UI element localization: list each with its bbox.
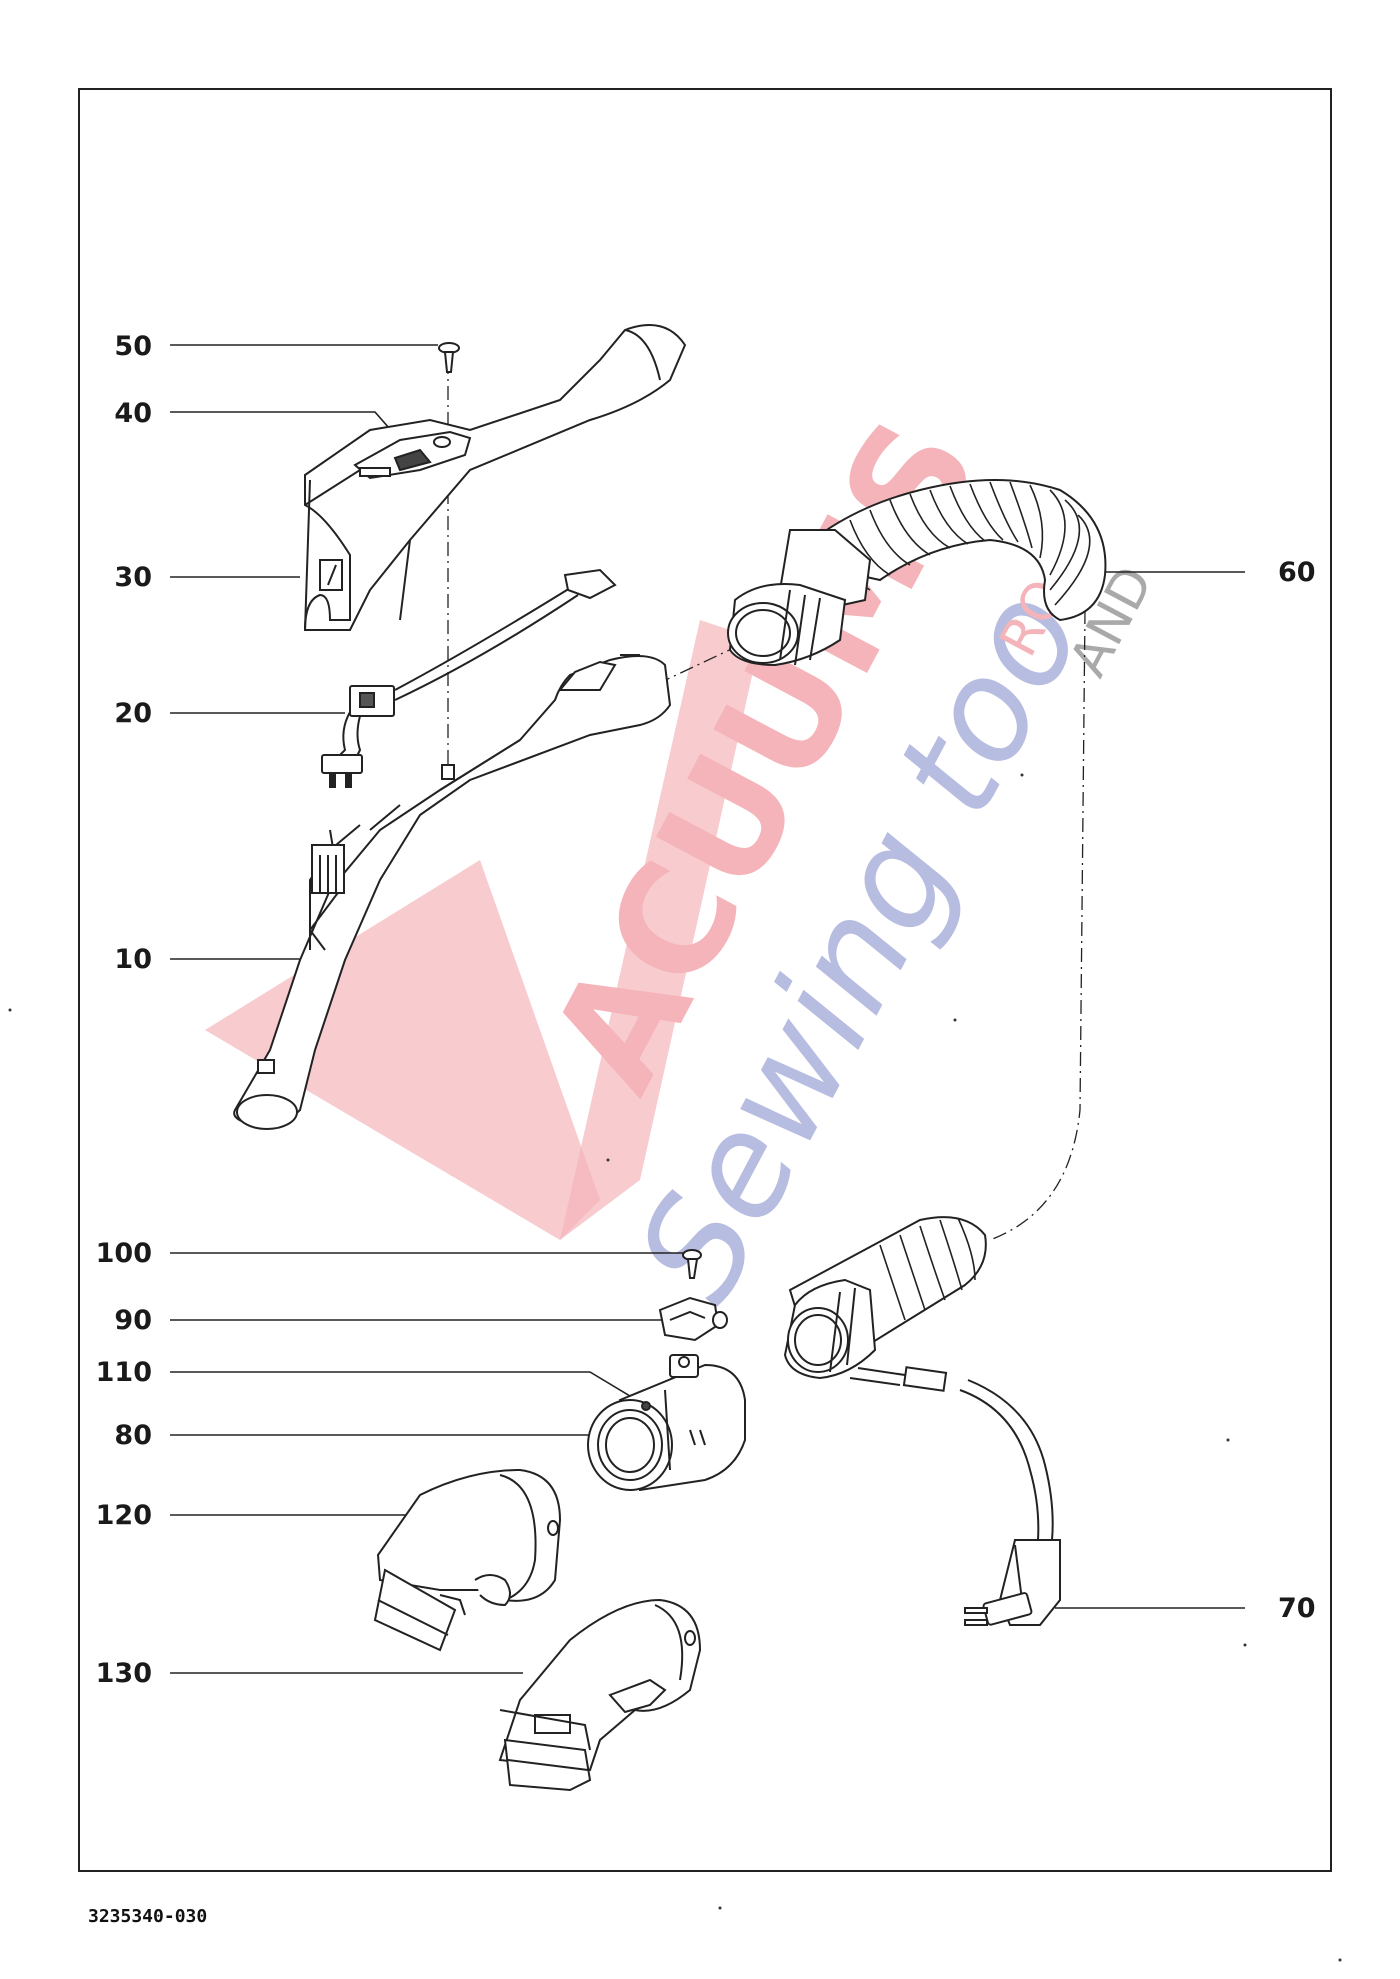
- callout-40: 40: [114, 398, 152, 429]
- callout-10: 10: [114, 944, 152, 975]
- callout-130: 130: [95, 1658, 152, 1689]
- drawing-frame: [78, 88, 1332, 1872]
- part-120-elbow: [373, 1468, 562, 1652]
- axis-hose: [989, 609, 1086, 1241]
- leader-110: [170, 1371, 646, 1406]
- callout-30: 30: [114, 562, 152, 593]
- watermark-v-shape: [205, 860, 600, 1240]
- callout-80: 80: [114, 1420, 152, 1451]
- part-80-swivel-coupling: [587, 1354, 746, 1492]
- part-60-hose-lower: [783, 1216, 987, 1380]
- part-70-cord-plug: [849, 1366, 1061, 1626]
- part-100-screw: [682, 1249, 702, 1279]
- callout-90: 90: [114, 1305, 152, 1336]
- part-130-elbow-latch: [498, 1598, 702, 1792]
- callout-100: 100: [95, 1238, 152, 1269]
- part-60-hose-upper: [727, 479, 1107, 667]
- part-20-switch-harness: [321, 568, 617, 788]
- specks: [8, 773, 1342, 1962]
- part-50-screw: [438, 342, 460, 373]
- callout-60: 60: [1278, 557, 1316, 588]
- part-30-handle-cover: [303, 324, 687, 631]
- part-90-clip: [658, 1296, 728, 1342]
- leader-lines: [170, 344, 1245, 1674]
- part-40-switch-plate: [353, 430, 472, 480]
- part-110-locking-tab: [641, 1401, 651, 1411]
- assembly-lines: [447, 360, 1086, 1241]
- watermark-v-shape-2: [560, 620, 760, 1240]
- callout-50: 50: [114, 331, 152, 362]
- callout-20: 20: [114, 698, 152, 729]
- callout-120: 120: [95, 1500, 152, 1531]
- callout-110: 110: [95, 1357, 152, 1388]
- axis-hose-handle: [654, 644, 741, 686]
- part-10-handle-body: [233, 654, 672, 1130]
- document-number: 3235340-030: [88, 1906, 208, 1927]
- callout-70: 70: [1278, 1593, 1316, 1624]
